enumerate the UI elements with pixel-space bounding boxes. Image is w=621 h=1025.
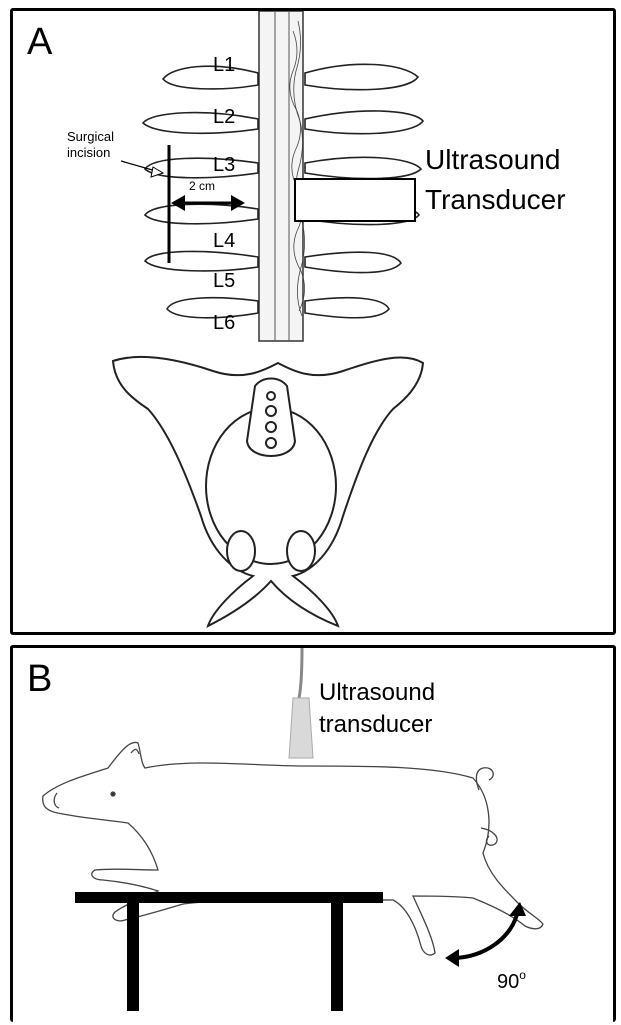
transducer-label-line2: transducer [319,711,432,738]
angle-arrow [445,902,526,967]
vertebra-label-l3: L3 [213,154,235,176]
table [75,892,383,1011]
vertebra-label-l2: L2 [213,106,235,128]
transducer-label-line2: Transducer [425,184,566,215]
vertebra-label-l4: L4 [213,230,235,252]
panel-b: B Ultrasound transducer [10,645,616,1022]
vertebra-labels: L1 L2 L3 L4 L5 L6 [213,54,235,334]
transducer-box [295,179,415,221]
distance-label: 2 cm [189,179,215,193]
vertebra-label-l5: L5 [213,270,235,292]
panel-a: A [10,8,616,635]
pelvis [113,357,423,626]
angle-label: 90o [497,968,526,993]
vertebra-label-l1: L1 [213,54,235,76]
transducer-label-line1: Ultrasound [319,679,435,706]
incision-label-line2: incision [67,145,110,160]
spinal-column [259,11,305,341]
incision-label-line1: Surgical [67,129,114,144]
pig-illustration: Ultrasound transducer 90o [13,648,613,1025]
transducer-label-line1: Ultrasound [425,144,560,175]
spine-illustration: L1 L2 L3 L4 L5 L6 Surgical incision 2 cm… [13,11,613,632]
transducer-probe [289,648,313,758]
pig [43,742,543,955]
vertebra-label-l6: L6 [213,312,235,334]
